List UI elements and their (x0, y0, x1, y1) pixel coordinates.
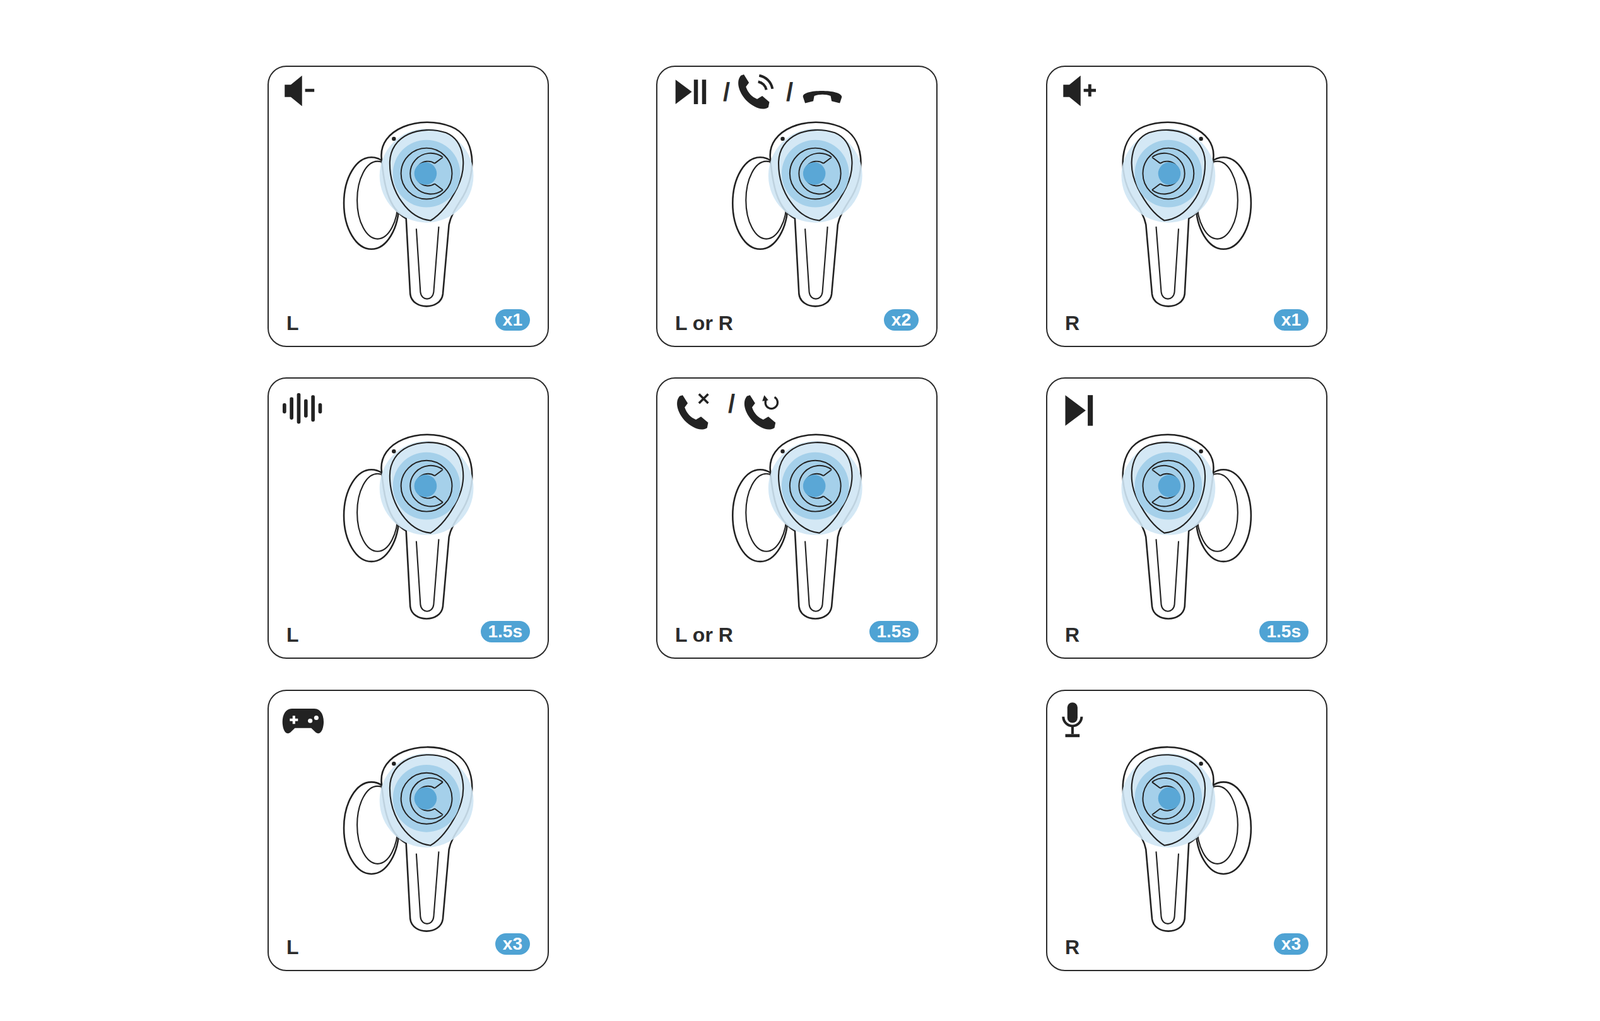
gesture-badge: x1 (1273, 309, 1309, 331)
gesture-badge: 1.5s (480, 620, 531, 643)
gesture-panel: Lx1 (267, 65, 549, 348)
separator-slash: / (728, 391, 736, 417)
side-label: R (1064, 312, 1080, 334)
gesture-panel: L 1.5s (267, 377, 549, 659)
gesture-panel: Lx3 (267, 689, 549, 971)
side-label: L (286, 312, 300, 334)
side-label: R (1064, 936, 1080, 958)
gesture-panel: R 1.5s (1046, 377, 1328, 659)
separator-slash: / (723, 79, 730, 105)
side-label: L (286, 624, 300, 645)
separator-slash: / (786, 79, 794, 105)
gesture-panel: / L or R 1.5s (656, 377, 938, 659)
gesture-badge: 1.5s (869, 620, 920, 643)
gesture-badge: x3 (1273, 933, 1309, 955)
side-label: L or R (675, 624, 734, 645)
gesture-panel: / / L or R x2 (656, 65, 938, 348)
side-label: R (1064, 624, 1080, 645)
gesture-badge: x2 (883, 309, 919, 331)
gesture-badge: x3 (495, 933, 530, 955)
gesture-panel: Rx1 (1046, 65, 1328, 348)
side-label: L (286, 936, 300, 958)
side-label: L or R (675, 312, 734, 334)
gesture-panel: Rx3 (1046, 689, 1328, 971)
gesture-badge: x1 (495, 309, 530, 331)
gesture-badge: 1.5s (1259, 620, 1310, 643)
